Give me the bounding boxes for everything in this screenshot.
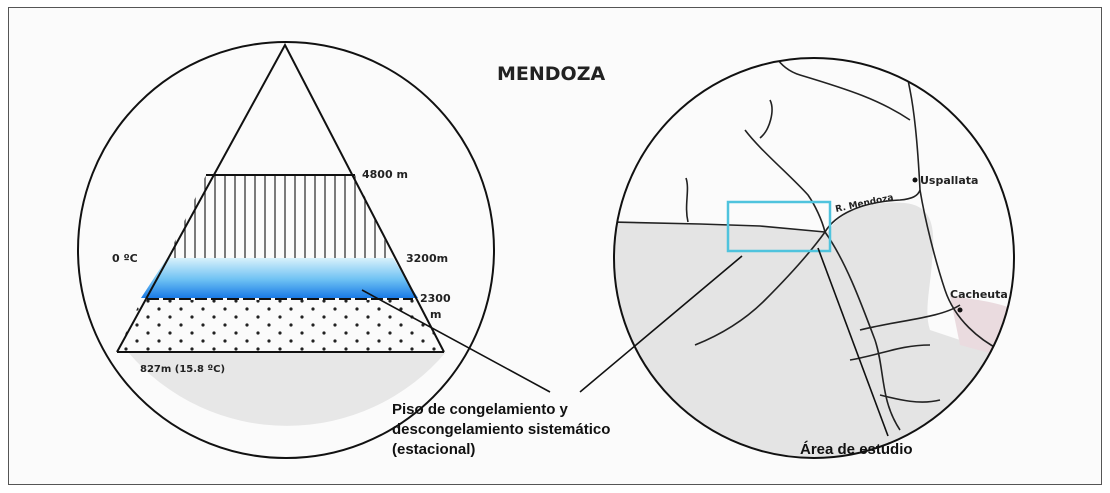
title-mendoza: MENDOZA bbox=[497, 63, 605, 85]
river-trib-e3 bbox=[879, 394, 941, 403]
label-base: 827m (15.8 ºC) bbox=[140, 364, 225, 375]
caption-piso-line3: (estacional) bbox=[392, 441, 476, 458]
valley-area bbox=[614, 202, 1014, 458]
caption-piso-line2: descongelamiento sistemático bbox=[392, 421, 611, 438]
river-west-trib bbox=[685, 177, 689, 223]
label-2300-unit: m bbox=[430, 308, 441, 321]
profile-circle bbox=[77, 41, 495, 459]
river-trib-e1 bbox=[859, 304, 961, 331]
leader-area-estudio bbox=[817, 247, 889, 437]
label-uspallata: Uspallata bbox=[920, 174, 978, 187]
altitude-profile: 4800 m 3200m 2300 m 0 ºC 827m (15.8 ºC) bbox=[77, 41, 495, 459]
hatched-zone bbox=[167, 175, 393, 258]
profile-base-ground bbox=[128, 352, 446, 426]
label-2300-value: 2300 bbox=[420, 292, 451, 305]
caption-piso: Piso de congelamiento y descongelamiento… bbox=[392, 400, 610, 460]
leader-band-to-caption bbox=[361, 289, 551, 393]
label-4800: 4800 m bbox=[362, 168, 408, 181]
dotted-zone bbox=[117, 300, 444, 352]
caption-area-estudio: Área de estudio bbox=[800, 441, 913, 458]
label-3200: 3200m bbox=[406, 252, 448, 265]
river-tributary-n1 bbox=[774, 58, 911, 121]
cacheuta-dot bbox=[957, 307, 963, 313]
river-south bbox=[824, 231, 901, 431]
caption-piso-line1: Piso de congelamiento y bbox=[392, 401, 568, 418]
river-north bbox=[904, 58, 921, 191]
label-cacheuta: Cacheuta bbox=[950, 288, 1008, 301]
uspallata-dot bbox=[912, 177, 918, 183]
river-mendoza bbox=[824, 189, 921, 233]
river-east bbox=[919, 189, 1001, 351]
freeze-thaw-band bbox=[141, 258, 418, 298]
river-main-west bbox=[614, 221, 826, 233]
map-circle bbox=[613, 57, 1015, 459]
river-branch-small bbox=[759, 99, 773, 139]
mountain-triangle bbox=[116, 42, 445, 353]
leader-lines bbox=[361, 247, 889, 437]
label-zero-celsius: 0 ºC bbox=[112, 252, 138, 265]
study-area-box bbox=[726, 200, 832, 253]
study-map: Uspallata Cacheuta R. Mendoza bbox=[613, 57, 1015, 459]
leader-box-to-caption bbox=[579, 255, 743, 393]
river-tributary-n2 bbox=[744, 129, 826, 233]
